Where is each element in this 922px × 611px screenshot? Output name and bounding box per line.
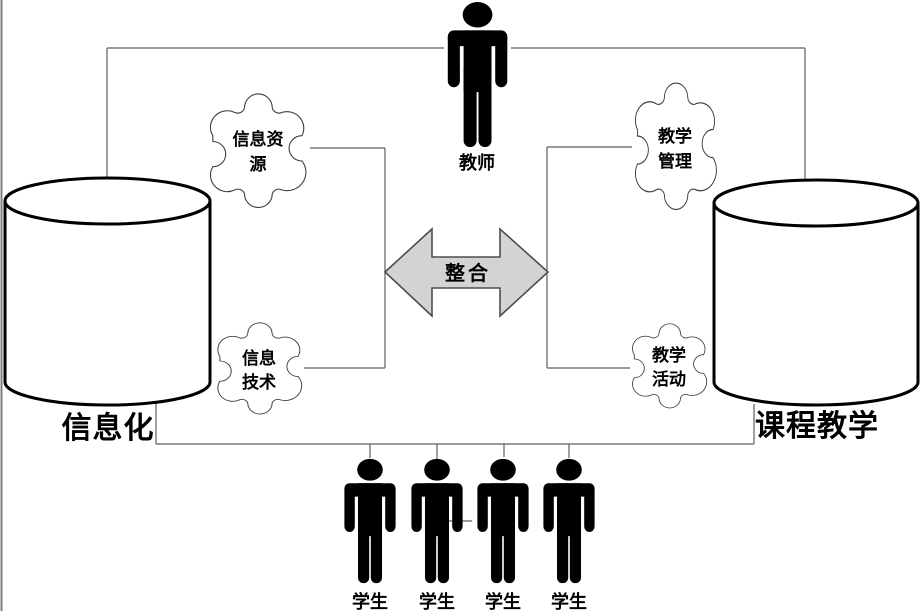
puzzle-teaching-activities-label-line2: 活动 xyxy=(652,369,686,389)
puzzle-info-resources-label-line1: 信息资 xyxy=(233,129,284,149)
integration-arrow: 整合 xyxy=(383,227,550,318)
database-cylinder-right xyxy=(712,178,920,407)
right-system-label: 课程教学 xyxy=(755,409,879,443)
left-system-label: 信息化 xyxy=(62,411,155,445)
teacher-icon xyxy=(447,1,508,148)
puzzle-teaching-activities: 教学 活动 xyxy=(632,323,708,409)
puzzle-teaching-management: 教学 管理 xyxy=(634,82,718,211)
puzzle-info-technology: 信息 技术 xyxy=(217,322,303,415)
teacher-label: 教师 xyxy=(459,152,495,173)
puzzle-info-technology-label-line2: 技术 xyxy=(242,372,276,392)
puzzle-teaching-management-label-line2: 管理 xyxy=(658,151,692,171)
student-icon-1 xyxy=(344,458,396,584)
integration-arrow-label: 整合 xyxy=(444,261,491,285)
puzzle-info-resources: 信息资 源 xyxy=(209,93,307,209)
student-label-3: 学生 xyxy=(485,591,521,611)
student-icon-3 xyxy=(477,458,529,584)
double-arrow-shape xyxy=(383,227,550,318)
database-cylinder-left xyxy=(3,176,212,407)
puzzle-info-technology-label-line1: 信息 xyxy=(242,348,276,368)
puzzle-info-resources-label-line2: 源 xyxy=(250,154,267,174)
student-icon-2 xyxy=(411,458,463,584)
puzzle-teaching-activities-label-line1: 教学 xyxy=(651,345,686,365)
puzzle-teaching-management-label-line1: 教学 xyxy=(657,126,692,146)
student-icon-4 xyxy=(543,458,595,584)
student-label-4: 学生 xyxy=(551,591,587,611)
student-label-1: 学生 xyxy=(352,591,388,611)
student-label-2: 学生 xyxy=(419,591,455,611)
